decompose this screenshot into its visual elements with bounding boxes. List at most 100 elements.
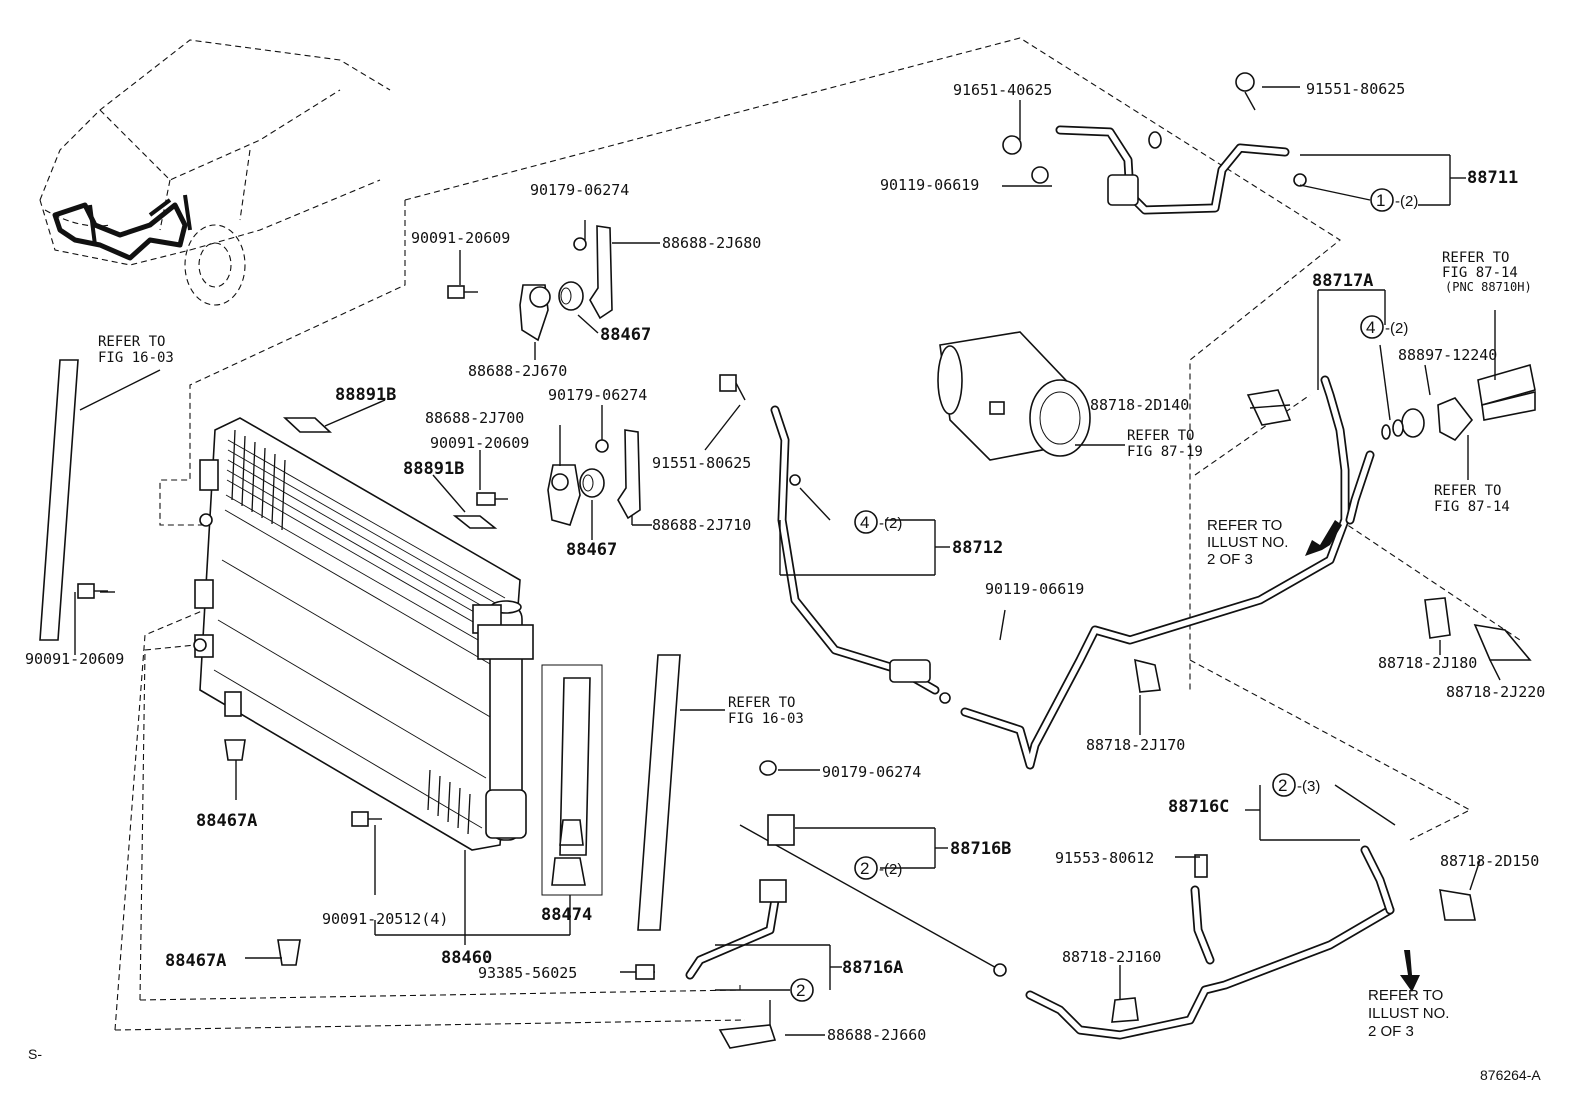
label-88688-2j700: 88688-2J700 bbox=[425, 409, 524, 427]
callout-circle-2-c bbox=[790, 978, 814, 1002]
refer-87-14-a-line3: (PNC 88710H) bbox=[1445, 280, 1532, 294]
bracket-group-a bbox=[447, 225, 613, 342]
clip-88718-2d150 bbox=[1439, 889, 1476, 921]
pipe-88716c bbox=[1025, 845, 1395, 1040]
label-88891b-b: 88891B bbox=[403, 459, 464, 479]
label-88891b-a: 88891B bbox=[335, 385, 396, 405]
pipe-88716b bbox=[739, 760, 1007, 977]
callout-4-b: 4 bbox=[1366, 318, 1375, 337]
pipe-88716a bbox=[685, 879, 787, 1049]
label-88718-2j160: 88718-2J160 bbox=[1062, 948, 1161, 966]
label-90091-20609-a: 90091-20609 bbox=[411, 229, 510, 247]
condenser-icon bbox=[193, 417, 534, 851]
callout-circle-2-a bbox=[854, 856, 878, 880]
label-88467-b: 88467 bbox=[566, 540, 617, 560]
label-88718-2d140: 88718-2D140 bbox=[1090, 396, 1189, 414]
label-91551-80625-mid: 91551-80625 bbox=[652, 454, 751, 472]
label-91651-40625: 91651-40625 bbox=[953, 81, 1052, 99]
leader-lines bbox=[74, 86, 1501, 1036]
pipe-loop bbox=[960, 375, 1375, 770]
label-88460: 88460 bbox=[441, 948, 492, 968]
label-93385-56025: 93385-56025 bbox=[478, 964, 577, 982]
arrow-icon bbox=[1305, 520, 1342, 556]
refer-16-03-a-line1: REFER TO bbox=[98, 334, 165, 350]
callout-circle-4-a bbox=[854, 510, 878, 534]
label-layer: 91651-40625 91551-80625 90119-06619 8871… bbox=[25, 80, 1545, 1083]
label-90179-06274-a: 90179-06274 bbox=[530, 181, 629, 199]
callout-circle-2-b bbox=[1272, 773, 1296, 797]
label-88467-a: 88467 bbox=[600, 325, 651, 345]
refer-87-14-b-line2: FIG 87-14 bbox=[1434, 499, 1510, 515]
mount-88467a-a bbox=[224, 739, 246, 761]
label-88467a-a: 88467A bbox=[196, 811, 257, 831]
label-88716c: 88716C bbox=[1168, 797, 1229, 817]
seal-88891b-a bbox=[282, 417, 333, 433]
vehicle-location-icon bbox=[39, 39, 391, 306]
bracket-group-b bbox=[476, 429, 641, 526]
refer-illust-a-line1: REFER TO bbox=[1207, 517, 1282, 534]
qty-88716c: -(3) bbox=[1297, 778, 1320, 795]
label-90091-20609-b: 90091-20609 bbox=[430, 434, 529, 452]
hose-88712 bbox=[719, 374, 951, 704]
label-90091-20512: 90091-20512(4) bbox=[322, 910, 448, 928]
figure-number: 876264-A bbox=[1480, 1067, 1541, 1083]
clip-88718-2d140 bbox=[1246, 389, 1292, 426]
refer-87-14-a-line2: FIG 87-14 bbox=[1442, 265, 1518, 281]
callout-circle-1 bbox=[1370, 188, 1394, 212]
assembly-boundary bbox=[404, 37, 1341, 690]
side-seal-left bbox=[39, 359, 79, 641]
label-88717a: 88717A bbox=[1312, 271, 1373, 291]
label-88716b: 88716B bbox=[950, 839, 1011, 859]
refer-87-14-a-line1: REFER TO bbox=[1442, 250, 1509, 266]
label-88712: 88712 bbox=[952, 538, 1003, 558]
callout-circle-4-b bbox=[1360, 315, 1384, 339]
bolt-set bbox=[77, 583, 382, 827]
label-88718-2j170: 88718-2J170 bbox=[1086, 736, 1185, 754]
refer-16-03-b-line2: FIG 16-03 bbox=[728, 711, 804, 727]
side-seal-right bbox=[637, 654, 681, 931]
label-90179-06274-c: 90179-06274 bbox=[822, 763, 921, 781]
bolt-93385 bbox=[635, 964, 655, 980]
qty-88712: -(2) bbox=[879, 515, 902, 532]
callout-2-b: 2 bbox=[1278, 776, 1287, 795]
callout-1: 1 bbox=[1376, 191, 1385, 210]
label-88711: 88711 bbox=[1467, 168, 1518, 188]
fitting-88897 bbox=[1381, 363, 1536, 442]
label-88474: 88474 bbox=[541, 905, 592, 925]
label-88688-2j680: 88688-2J680 bbox=[662, 234, 761, 252]
refer-87-19-line1: REFER TO bbox=[1127, 428, 1194, 444]
refer-87-19-line2: FIG 87-19 bbox=[1127, 444, 1203, 460]
pipe-88711 bbox=[1002, 72, 1307, 215]
ac-compressor-icon bbox=[937, 331, 1091, 461]
mount-88467a-b bbox=[277, 939, 301, 966]
qty-88711: -(2) bbox=[1395, 193, 1418, 210]
refer-illust-b-line3: 2 OF 3 bbox=[1368, 1023, 1414, 1040]
refer-16-03-b-line1: REFER TO bbox=[728, 695, 795, 711]
label-88718-2j180: 88718-2J180 bbox=[1378, 654, 1477, 672]
label-88716a: 88716A bbox=[842, 958, 903, 978]
label-90119-06619-mid: 90119-06619 bbox=[985, 580, 1084, 598]
label-90179-06274-b: 90179-06274 bbox=[548, 386, 647, 404]
clip-88718-2j180 bbox=[1424, 597, 1451, 639]
clip-88718-2j160 bbox=[1111, 997, 1139, 1023]
callout-2-c: 2 bbox=[796, 981, 805, 1000]
clip-88718-2j170 bbox=[1134, 658, 1161, 693]
callout-4-a: 4 bbox=[860, 513, 869, 532]
label-88688-2j670: 88688-2J670 bbox=[468, 362, 567, 380]
label-88718-2d150: 88718-2D150 bbox=[1440, 852, 1539, 870]
refer-illust-a-line3: 2 OF 3 bbox=[1207, 551, 1253, 568]
label-88897-12240: 88897-12240 bbox=[1398, 346, 1497, 364]
qty-88717a: -(2) bbox=[1385, 320, 1408, 337]
refer-illust-a-line2: ILLUST NO. bbox=[1207, 534, 1288, 551]
refer-16-03-a-line2: FIG 16-03 bbox=[98, 350, 174, 366]
footer-left: S- bbox=[28, 1046, 42, 1062]
clip-88718-2j220 bbox=[1473, 623, 1532, 661]
refer-illust-b-line2: ILLUST NO. bbox=[1368, 1005, 1449, 1022]
refer-illust-b-line1: REFER TO bbox=[1368, 987, 1443, 1004]
qty-88716b: -(2) bbox=[879, 861, 902, 878]
label-91553-80612: 91553-80612 bbox=[1055, 849, 1154, 867]
seal-88891b-b bbox=[452, 515, 498, 529]
label-90119-06619-top: 90119-06619 bbox=[880, 176, 979, 194]
